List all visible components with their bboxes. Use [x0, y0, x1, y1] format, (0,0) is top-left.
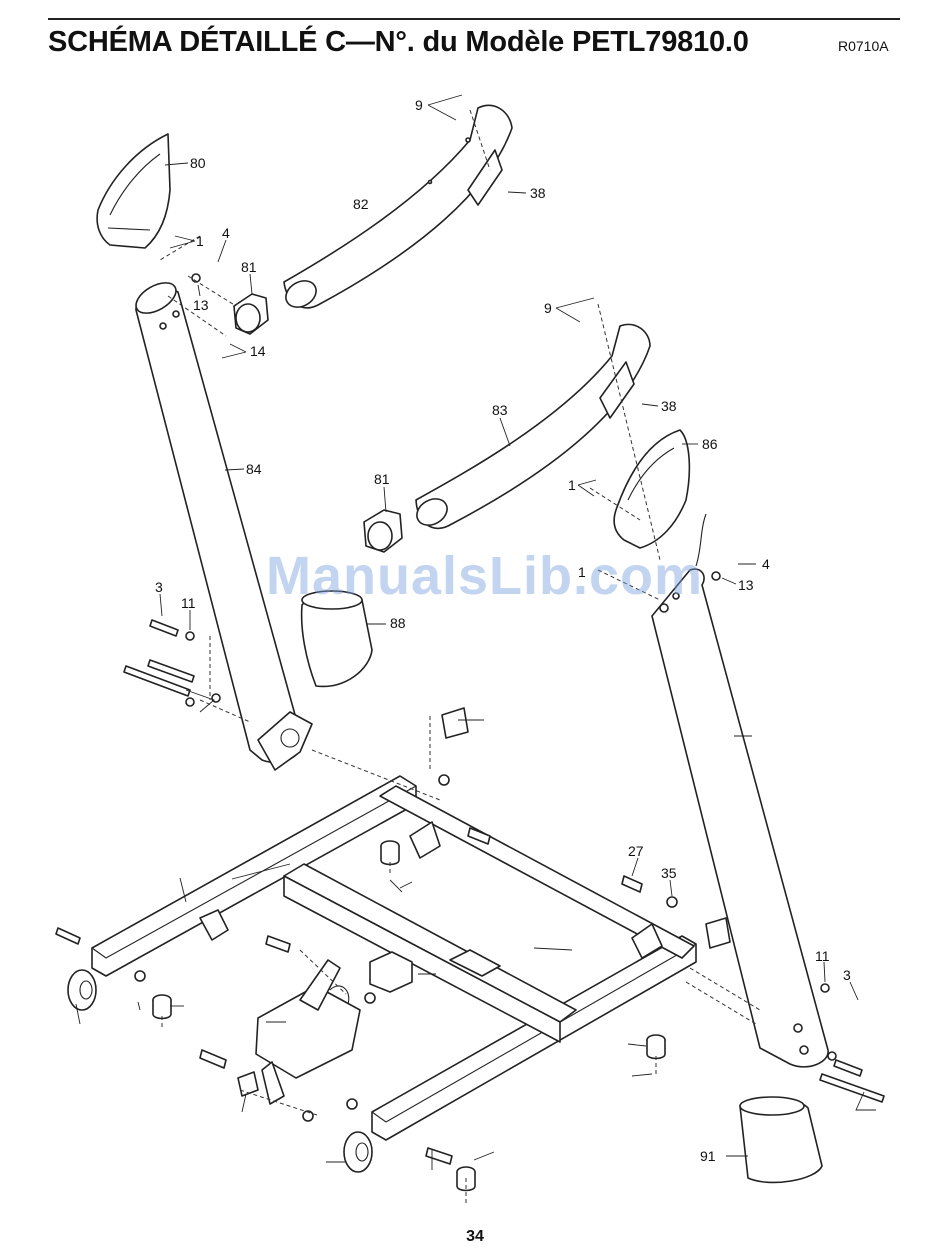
part-label-83: 83: [492, 402, 508, 418]
part-label-13-right: 13: [738, 577, 754, 593]
base-frame: [92, 776, 696, 1140]
part-label-4-left: 4: [222, 225, 230, 241]
cover-91: [740, 1097, 822, 1182]
part-label-38-upper: 38: [530, 185, 546, 201]
part-label-88: 88: [390, 615, 406, 631]
part-label-1-right: 1: [568, 477, 576, 493]
part-label-1-left: 1: [196, 233, 204, 249]
part-label-81-lower: 81: [374, 471, 390, 487]
part-label-13-left: 13: [193, 297, 209, 313]
lift-motor-assembly: [256, 960, 360, 1104]
part-label-9-lower: 9: [544, 300, 552, 316]
page-title: SCHÉMA DÉTAILLÉ C—N°. du Modèle PETL7981…: [48, 26, 749, 59]
watermark: ManualsLib.com: [266, 545, 703, 607]
page-number: 34: [0, 1228, 950, 1246]
upright-arm-82: [281, 105, 512, 312]
left-upright-84: [131, 277, 312, 770]
part-label-9-upper: 9: [415, 97, 423, 113]
part-label-4-right: 4: [762, 556, 770, 572]
end-cap-81-upper: [234, 294, 268, 334]
handgrip-86: [614, 430, 689, 548]
leveling-foot-lower-left: [153, 995, 171, 1019]
part-label-11-right: 11: [815, 948, 830, 964]
part-label-38-lower: 38: [661, 398, 677, 414]
right-upright: [652, 569, 828, 1067]
leveling-foot-upper: [381, 841, 399, 865]
part-label-81-upper: 81: [241, 259, 257, 275]
part-label-82: 82: [353, 196, 369, 212]
part-label-35: 35: [661, 865, 677, 881]
part-label-11-left: 11: [181, 595, 196, 611]
wheel-left: [68, 970, 96, 1010]
document-code: R0710A: [838, 38, 889, 54]
leveling-foot-right: [647, 1035, 665, 1059]
part-label-91: 91: [700, 1148, 716, 1164]
part-label-14: 14: [250, 343, 266, 359]
part-label-27: 27: [628, 843, 644, 859]
part-label-86: 86: [702, 436, 718, 452]
upright-arm-83: [412, 324, 650, 530]
part-label-3-left: 3: [155, 579, 163, 595]
handgrip-80: [97, 134, 170, 248]
part-label-84: 84: [246, 461, 262, 477]
part-label-80: 80: [190, 155, 206, 171]
header-rule: [48, 18, 900, 20]
part-label-3-right: 3: [843, 967, 851, 983]
exploded-parts-diagram: 9 38 80 82 1 4 81 13 14 9 83 38 86 84 81…: [0, 60, 950, 1220]
wheel-right: [344, 1132, 372, 1172]
